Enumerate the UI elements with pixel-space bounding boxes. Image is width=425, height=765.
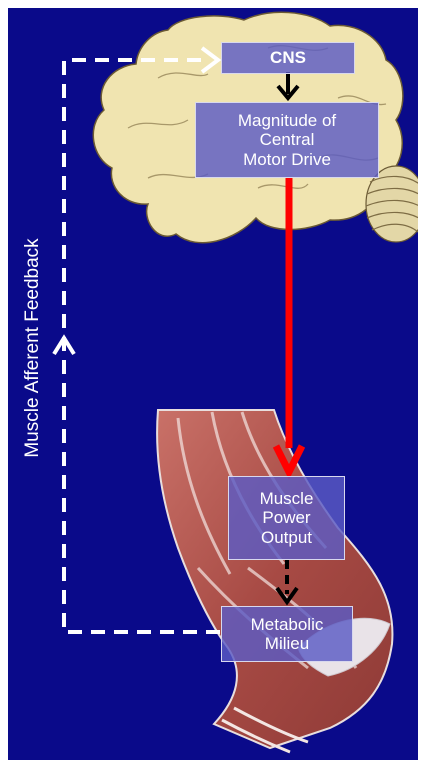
drive-label-line-1: Magnitude of (238, 111, 336, 130)
power-label-line-2: Power (262, 508, 310, 527)
drive-label-line-3: Motor Drive (243, 150, 331, 169)
metabolic-milieu-box: Metabolic Milieu (221, 606, 353, 662)
feedback-label: Muscle Afferent Feedback (18, 198, 48, 498)
milieu-label-line-2: Milieu (265, 634, 309, 653)
drive-label-line-2: Central (260, 130, 315, 149)
diagram-canvas: CNS Magnitude of Central Motor Drive Mus… (8, 8, 418, 760)
central-motor-drive-box: Magnitude of Central Motor Drive (195, 102, 379, 178)
muscle-power-output-box: Muscle Power Output (228, 476, 345, 560)
milieu-label-line-1: Metabolic (251, 615, 324, 634)
leg-muscle-illustration (157, 410, 392, 752)
power-label-line-1: Muscle (260, 489, 314, 508)
cns-label: CNS (270, 48, 306, 67)
power-label-line-3: Output (261, 528, 312, 547)
cns-box: CNS (221, 42, 355, 74)
